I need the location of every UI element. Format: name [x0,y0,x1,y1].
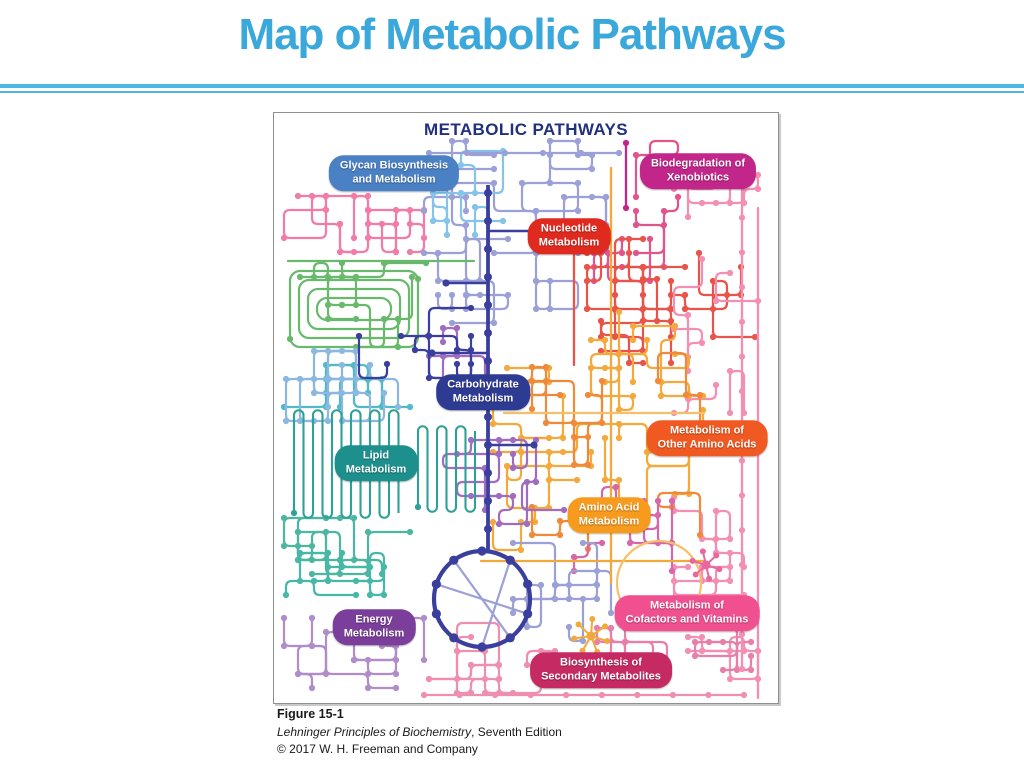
caption-edition: , Seventh Edition [471,724,562,739]
caption-figure-number: Figure 15-1 [277,707,344,721]
caption-copyright: © 2017 W. H. Freeman and Company [277,741,478,756]
title-underline-thick [0,84,1024,88]
title-underline-thin [0,91,1024,93]
caption-book-title: Lehninger Principles of Biochemistry [277,724,472,739]
slide-title: Map of Metabolic Pathways [238,10,786,59]
pathway-network-svg [280,137,762,700]
figure-caption: Figure 15-1 Lehninger Principles of Bioc… [277,706,562,758]
figure-title: METABOLIC PATHWAYS [424,120,628,139]
caption-source: Lehninger Principles of Biochemistry, Se… [277,724,562,741]
